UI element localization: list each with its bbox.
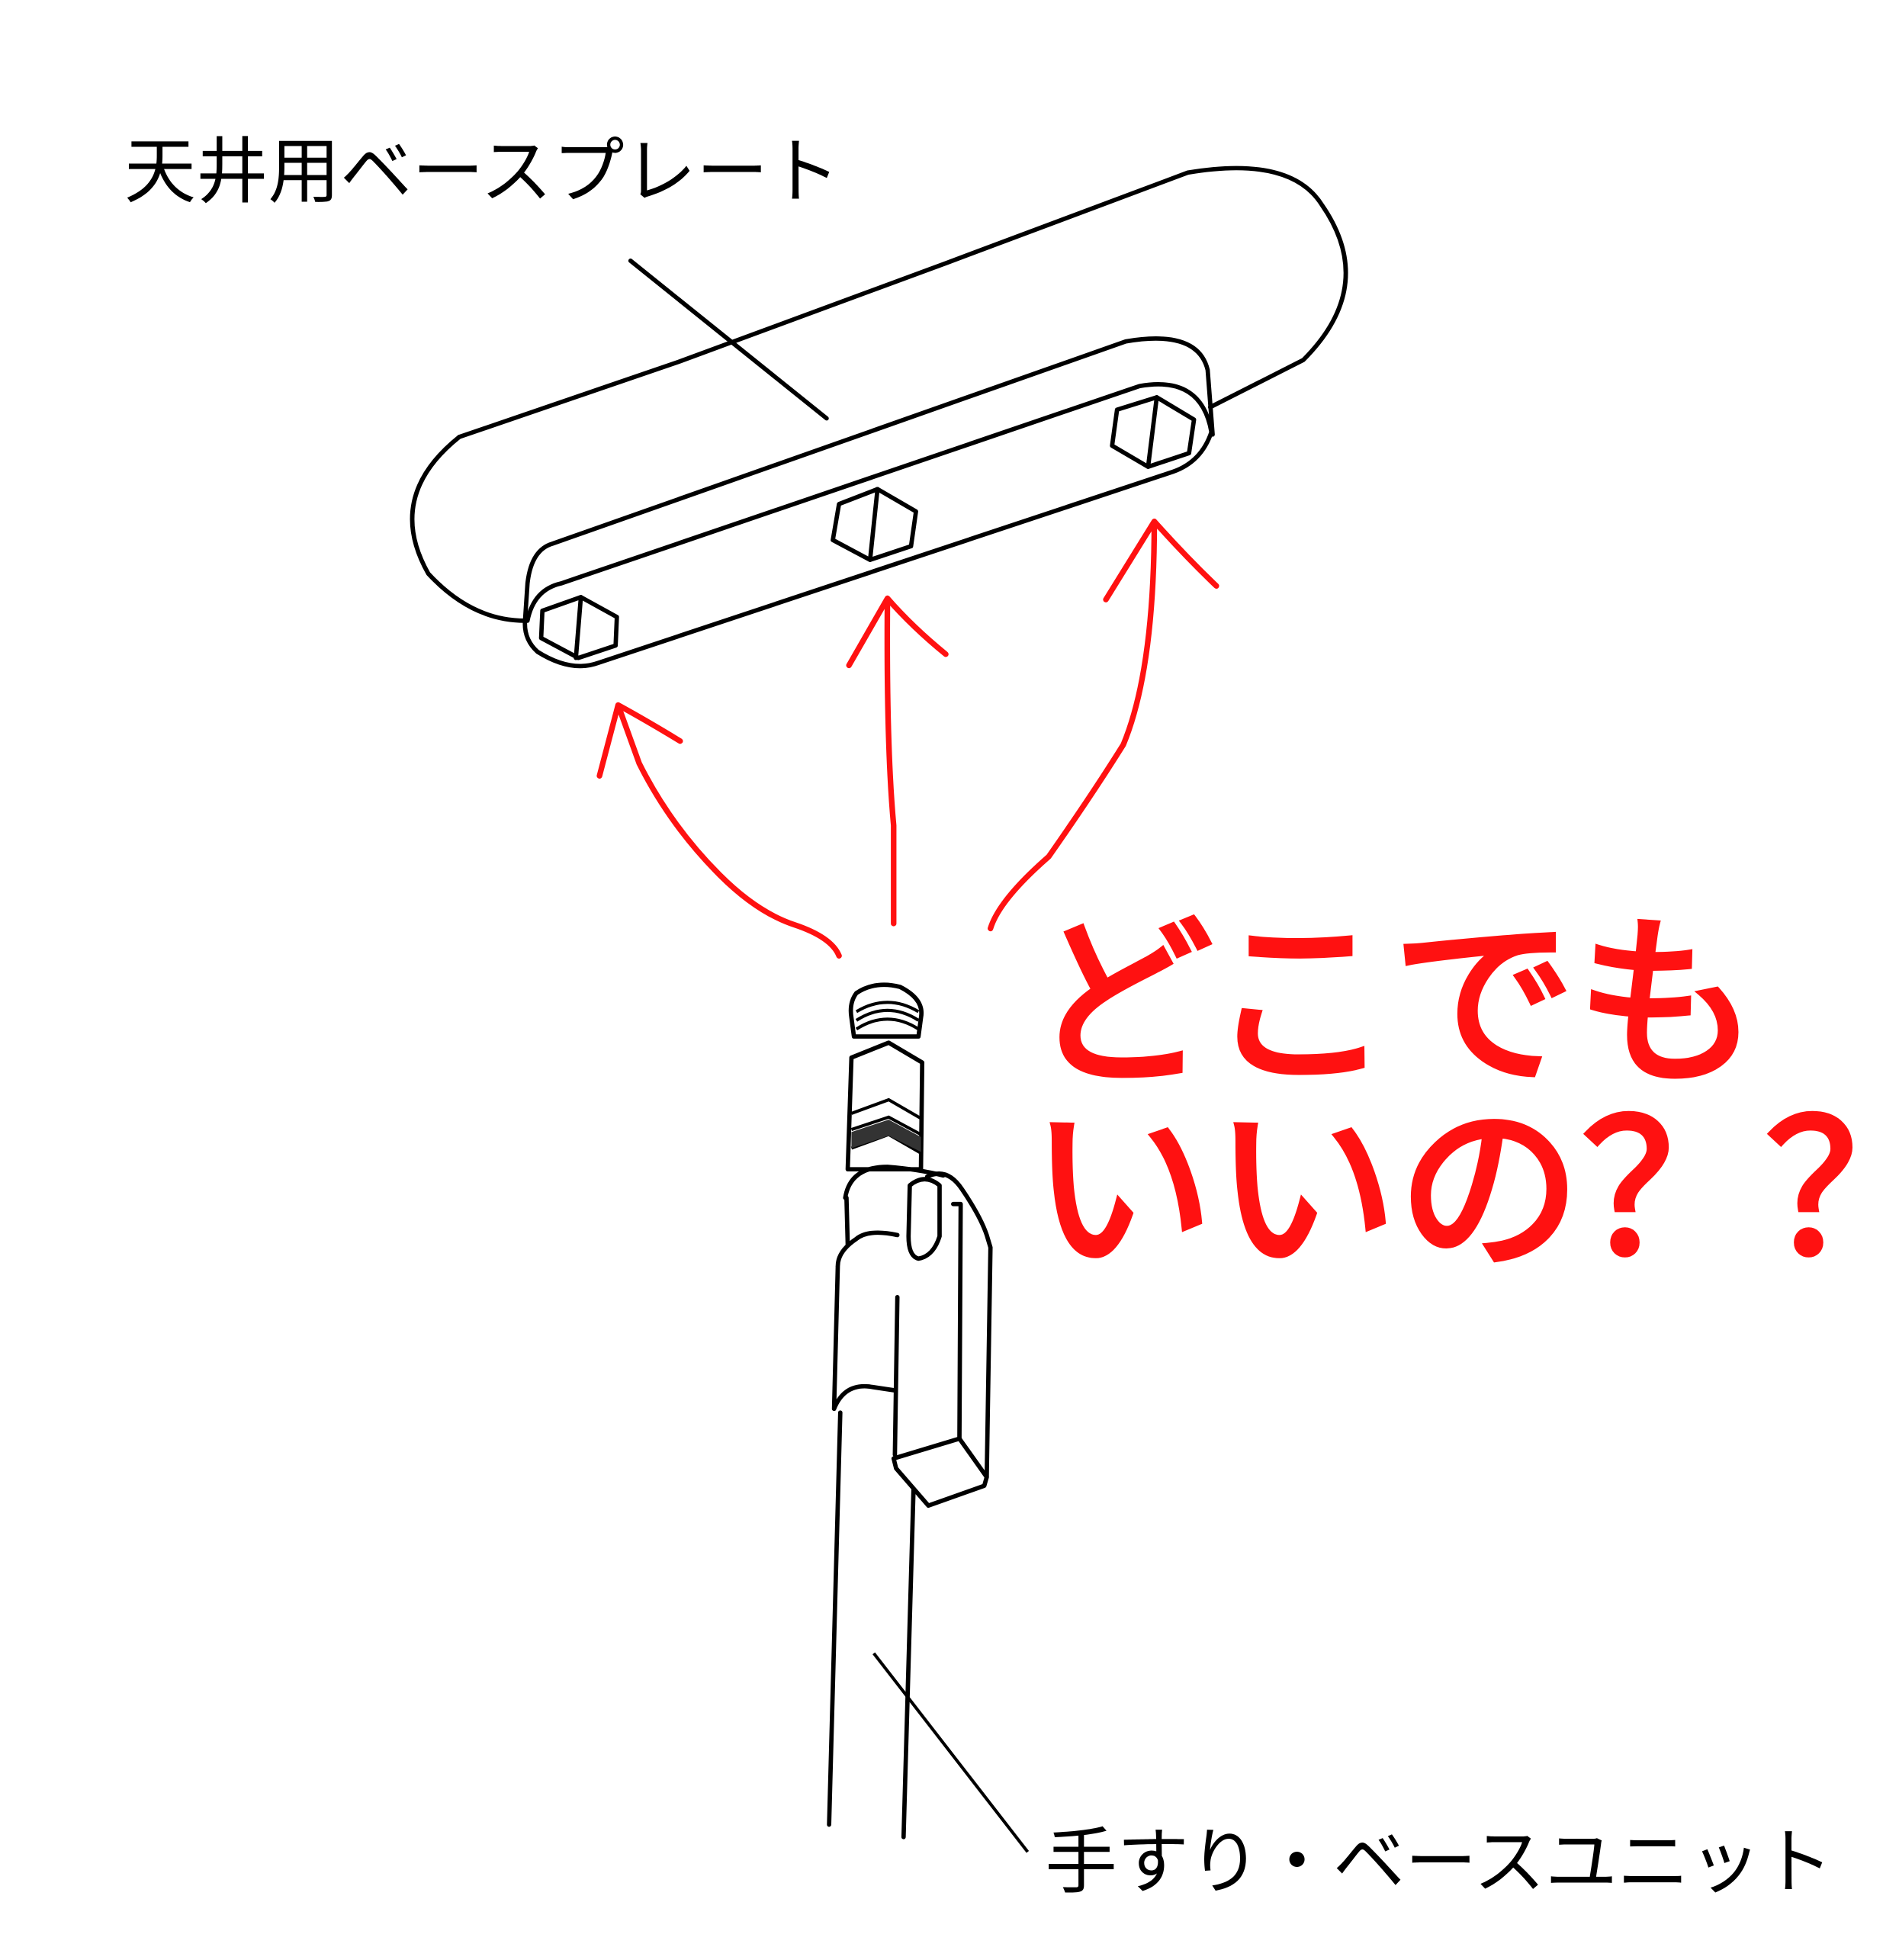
question-line2: いいの？？ xyxy=(1030,1083,1899,1297)
handrail-unit-leader xyxy=(872,1652,1030,1853)
handrail-unit-label: 手すり・ベースユニット xyxy=(1045,1820,1833,1904)
arrow-left xyxy=(596,702,842,959)
bolt-right xyxy=(1110,395,1197,469)
handrail-base-unit xyxy=(827,982,993,1840)
bolt-center xyxy=(831,487,918,562)
ceiling-base-plate xyxy=(410,165,1348,669)
bolt-left xyxy=(538,595,619,660)
red-arrows xyxy=(596,518,1219,959)
arrow-right xyxy=(988,518,1219,932)
question-line1: どこでも xyxy=(1030,897,1759,1111)
ceiling-plate-leader xyxy=(628,259,829,421)
arrow-center xyxy=(846,595,949,927)
ceiling-plate-label: 天井用ベースプレート xyxy=(124,130,840,214)
